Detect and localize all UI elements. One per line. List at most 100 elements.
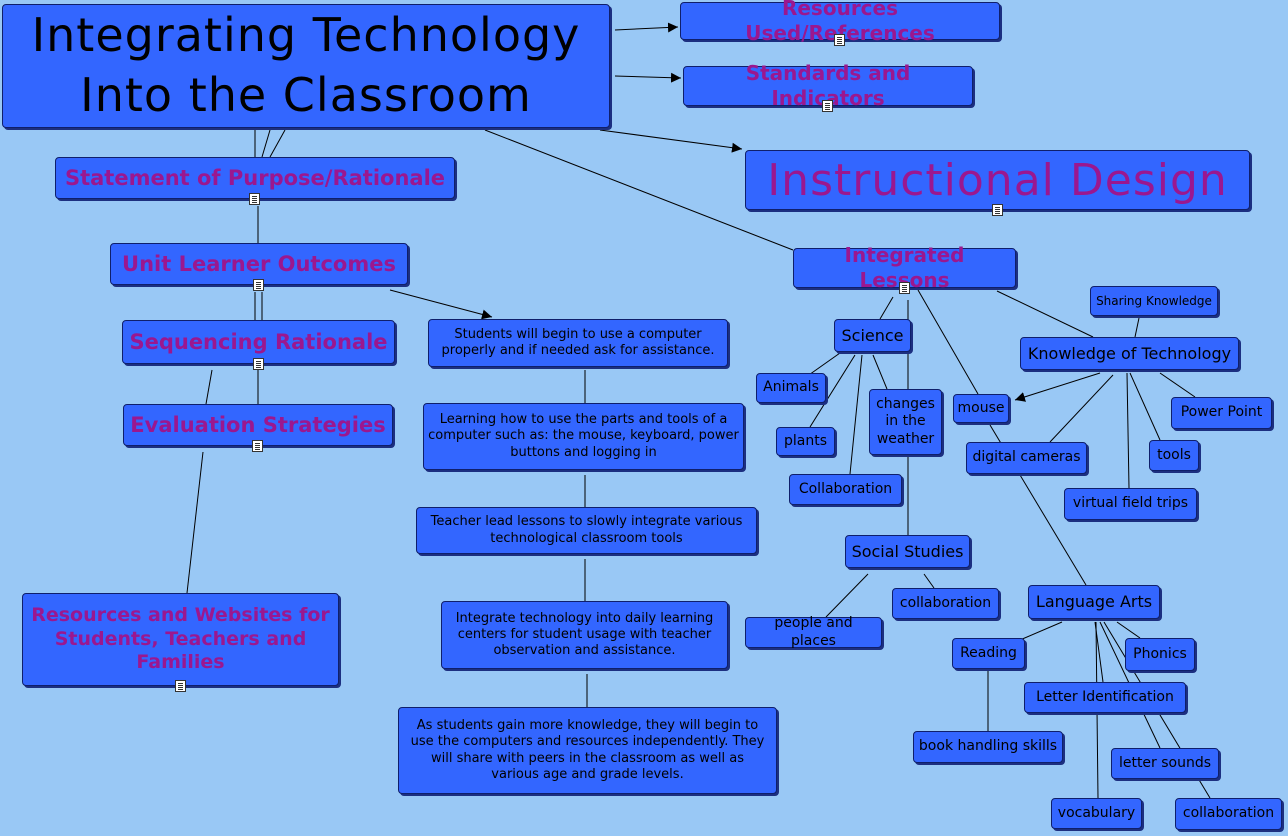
letter-id-node[interactable]: Letter Identification xyxy=(1024,682,1186,713)
link-lessons-mouse xyxy=(917,289,979,395)
social-studies-label: Social Studies xyxy=(851,541,964,561)
letter-sounds-node[interactable]: letter sounds xyxy=(1111,748,1219,779)
tools-label: tools xyxy=(1157,446,1191,463)
link-title-resources xyxy=(614,22,679,33)
link-science-weather xyxy=(872,354,888,390)
outcome-node-2[interactable]: Learning how to use the parts and tools … xyxy=(423,403,744,470)
resources-used-node[interactable]: Resources Used/References xyxy=(680,0,1000,46)
outcome-node-5[interactable]: As students gain more knowledge, they wi… xyxy=(398,707,777,794)
link-title-lessons xyxy=(484,129,794,251)
sharing-node[interactable]: Sharing Knowledge xyxy=(1090,286,1218,316)
science-node[interactable]: Science xyxy=(834,319,911,352)
link-science-plants xyxy=(809,354,856,428)
power-point-node[interactable]: Power Point xyxy=(1171,397,1272,429)
book-handling-node[interactable]: book handling skills xyxy=(913,731,1063,763)
link-knowledge-pp xyxy=(1159,372,1196,398)
plants-label: plants xyxy=(783,432,827,449)
field-trips-node[interactable]: virtual field trips xyxy=(1064,488,1197,520)
science-label: Science xyxy=(841,325,904,345)
note-icon[interactable] xyxy=(991,204,1003,216)
people-places-label: people and places xyxy=(774,615,853,649)
outcome-text: Learning how to use the parts and tools … xyxy=(428,412,739,460)
title-text: Integrating Technology Into the Classroo… xyxy=(31,8,581,122)
link-outcomes-students xyxy=(389,289,493,320)
standards-label: Standards and Indicators xyxy=(745,61,911,110)
note-icon[interactable] xyxy=(822,100,833,112)
outcome-text: Students will begin to use a computer pr… xyxy=(441,326,715,358)
vocabulary-label: vocabulary xyxy=(1057,804,1136,821)
outcome-text: As students gain more knowledge, they wi… xyxy=(410,718,765,782)
field-trips-label: virtual field trips xyxy=(1072,495,1189,512)
evaluation-node[interactable]: Evaluation Strategies xyxy=(123,404,393,452)
plants-node[interactable]: plants xyxy=(776,427,835,456)
unit-outcomes-node[interactable]: Unit Learner Outcomes xyxy=(110,243,408,291)
knowledge-tech-label: Knowledge of Technology xyxy=(1027,343,1232,363)
letter-sounds-label: letter sounds xyxy=(1118,754,1212,771)
science-collaboration-node[interactable]: Collaboration xyxy=(789,474,902,505)
note-icon[interactable] xyxy=(174,680,186,692)
note-icon[interactable] xyxy=(252,440,263,452)
social-studies-node[interactable]: Social Studies xyxy=(845,535,970,568)
evaluation-label: Evaluation Strategies xyxy=(130,412,386,437)
sharing-label: Sharing Knowledge xyxy=(1096,293,1212,308)
mouse-label: mouse xyxy=(957,399,1005,416)
link-knowledge-cameras xyxy=(1049,374,1114,443)
statement-node[interactable]: Statement of Purpose/Rationale xyxy=(55,157,455,205)
vocabulary-node[interactable]: vocabulary xyxy=(1051,798,1142,829)
la-collaboration-label: collaboration xyxy=(1182,805,1275,822)
link-knowledge-trips xyxy=(1126,372,1130,489)
people-places-node[interactable]: people and places xyxy=(745,615,882,649)
mouse-node[interactable]: mouse xyxy=(953,394,1009,423)
science-collaboration-label: Collaboration xyxy=(798,480,893,497)
sequencing-node[interactable]: Sequencing Rationale xyxy=(122,320,395,370)
digital-cameras-label: digital cameras xyxy=(972,449,1081,466)
resources-websites-node[interactable]: Resources and Websites for Students, Tea… xyxy=(22,593,339,692)
animals-node[interactable]: Animals xyxy=(756,373,826,403)
outcome-text: Integrate technology into daily learning… xyxy=(455,610,714,659)
link-ss-people xyxy=(825,573,869,618)
instructional-design-label: Instructional Design xyxy=(767,154,1228,206)
instructional-design-node[interactable]: Instructional Design xyxy=(745,150,1250,216)
animals-label: Animals xyxy=(763,379,819,396)
phonics-node[interactable]: Phonics xyxy=(1125,638,1195,671)
link-knowledge-tools xyxy=(1129,372,1161,441)
resources-websites-label: Resources and Websites for Students, Tea… xyxy=(31,603,330,674)
power-point-label: Power Point xyxy=(1180,404,1263,421)
outcome-node-4[interactable]: Integrate technology into daily learning… xyxy=(441,601,728,669)
ss-collaboration-label: collaboration xyxy=(899,594,992,611)
note-icon[interactable] xyxy=(252,358,264,370)
link-la-phonics xyxy=(1116,621,1141,639)
title-node[interactable]: Integrating Technology Into the Classroo… xyxy=(2,4,610,128)
knowledge-tech-node[interactable]: Knowledge of Technology xyxy=(1020,337,1239,370)
link-lessons-science xyxy=(879,296,894,320)
link-lessons-knowledge xyxy=(996,290,1094,338)
note-icon[interactable] xyxy=(834,34,845,46)
language-arts-label: Language Arts xyxy=(1035,592,1153,611)
standards-node[interactable]: Standards and Indicators xyxy=(683,61,973,112)
note-icon[interactable] xyxy=(249,193,260,205)
language-arts-node[interactable]: Language Arts xyxy=(1028,585,1160,619)
sequencing-label: Sequencing Rationale xyxy=(129,329,388,354)
tools-node[interactable]: tools xyxy=(1149,440,1199,471)
la-collaboration-node[interactable]: collaboration xyxy=(1175,798,1282,830)
link-la-reading xyxy=(1019,621,1063,641)
weather-node[interactable]: changes in the weather xyxy=(869,389,942,455)
reading-label: Reading xyxy=(960,644,1017,661)
link-knowledge-mouse xyxy=(1014,372,1101,402)
book-handling-label: book handling skills xyxy=(918,738,1058,755)
ss-collaboration-node[interactable]: collaboration xyxy=(892,588,999,619)
digital-cameras-node[interactable]: digital cameras xyxy=(966,442,1087,474)
link-title-standards xyxy=(614,72,682,83)
link-title-statement-c xyxy=(269,129,286,158)
link-sequencing-evaluation-b xyxy=(205,369,213,405)
note-icon[interactable] xyxy=(898,282,910,294)
outcome-node-3[interactable]: Teacher lead lessons to slowly integrate… xyxy=(416,507,757,554)
outcome-node-1[interactable]: Students will begin to use a computer pr… xyxy=(428,319,728,367)
statement-label: Statement of Purpose/Rationale xyxy=(64,165,446,190)
link-science-collab xyxy=(849,354,863,475)
note-icon[interactable] xyxy=(253,279,264,291)
reading-node[interactable]: Reading xyxy=(952,638,1025,669)
integrated-lessons-node[interactable]: Integrated Lessons xyxy=(793,243,1016,294)
weather-label: changes in the weather xyxy=(876,395,935,447)
phonics-label: Phonics xyxy=(1133,645,1187,662)
